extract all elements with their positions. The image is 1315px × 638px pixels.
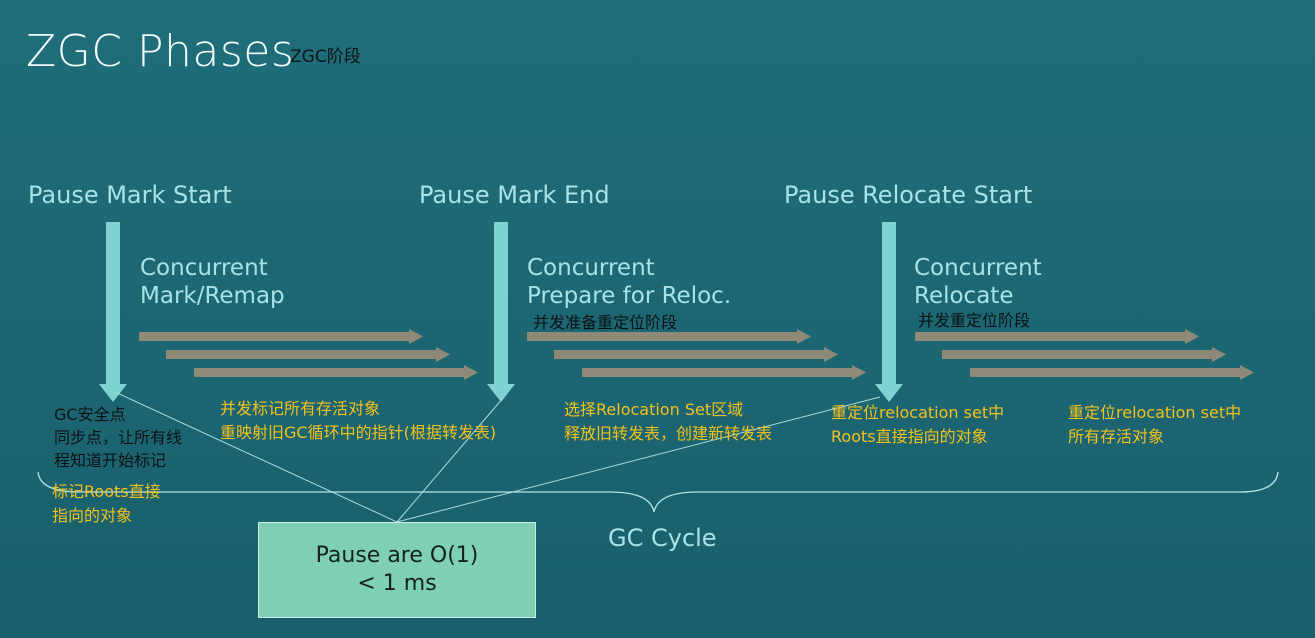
mark-roots-note: 标记Roots直接 指向的对象 — [52, 482, 161, 525]
page-title: ZGC Phases — [26, 26, 295, 77]
reloc-all-note: 重定位relocation set中 所有存活对象 — [1068, 403, 1242, 446]
gc-cycle-brace — [37, 471, 1279, 513]
pause-mark-start-label: Pause Mark Start — [28, 181, 232, 209]
concurrent-relocate-arrows — [915, 329, 1254, 380]
pause-mark-start-arrow — [99, 222, 127, 402]
pause-relocate-start-arrow — [875, 222, 903, 402]
concurrent-relocate-cn: 并发重定位阶段 — [918, 311, 1031, 330]
pause-box-line2: < 1 ms — [357, 571, 437, 596]
reloc-roots-note: 重定位relocation set中 Roots直接指向的对象 — [831, 403, 1005, 446]
pause-arrows — [99, 222, 903, 402]
pause-box-line1: Pause are O(1) — [315, 543, 479, 568]
page-subtitle-cn: ZGC阶段 — [290, 47, 361, 67]
pause-time-box: Pause are O(1) < 1 ms — [258, 522, 536, 618]
mark-remap-note: 并发标记所有存活对象 重映射旧GC循环中的指针(根据转发表) — [220, 399, 497, 442]
pause-connectors — [114, 391, 881, 523]
gc-safepoint-note: GC安全点 同步点，让所有线 程知道开始标记 — [54, 405, 183, 470]
prepare-reloc-note: 选择Relocation Set区域 释放旧转发表，创建新转发表 — [564, 400, 773, 443]
concurrent-mark-arrows — [139, 329, 478, 380]
concurrent-arrows — [139, 329, 1254, 380]
concurrent-relocate-label: Concurrent Relocate — [914, 255, 1042, 309]
concurrent-mark-label: Concurrent Mark/Remap — [140, 255, 285, 309]
gc-cycle-label: GC Cycle — [608, 524, 717, 552]
pause-mark-end-arrow — [487, 222, 515, 402]
pause-relocate-start-label: Pause Relocate Start — [784, 181, 1033, 209]
pause-mark-end-label: Pause Mark End — [419, 181, 610, 209]
concurrent-prepare-arrows — [527, 329, 866, 380]
concurrent-prepare-label: Concurrent Prepare for Reloc. — [527, 255, 732, 309]
concurrent-prepare-cn: 并发准备重定位阶段 — [533, 313, 678, 332]
